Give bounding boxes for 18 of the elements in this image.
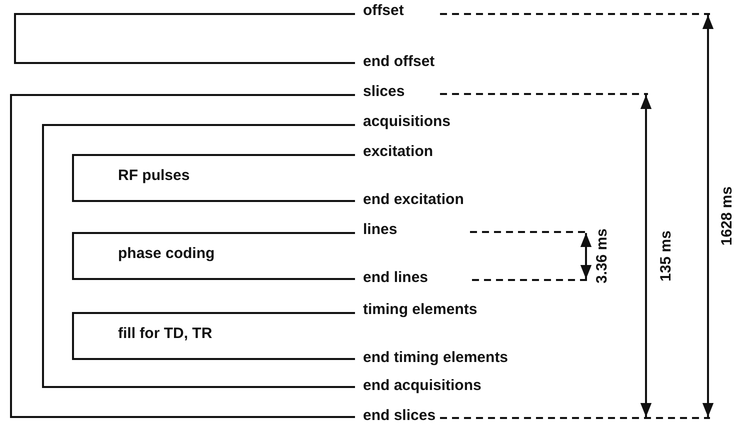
block-label: fill for TD, TR — [118, 325, 212, 343]
block-label: RF pulses — [118, 167, 190, 185]
loop-start-label: offset — [363, 2, 404, 20]
loop-end-label: end lines — [363, 269, 428, 287]
dimension-label: 1628 ms — [718, 186, 735, 246]
loop-start-label: timing elements — [363, 301, 478, 319]
dimension-label: 135 ms — [656, 230, 675, 282]
loop-end-label: end excitation — [363, 191, 464, 209]
loop-end-label: end timing elements — [363, 349, 508, 367]
loop-end-label: end offset — [363, 53, 435, 71]
block-label: phase coding — [118, 245, 215, 263]
loop-start-label: excitation — [363, 143, 434, 161]
loop-end-label: end slices — [363, 407, 436, 425]
dimension-label: 3.36 ms — [593, 228, 612, 284]
loop-start-label: acquisitions — [363, 113, 451, 131]
loop-end-label: end acquisitions — [363, 377, 482, 395]
loop-start-label: slices — [363, 83, 405, 101]
loop-start-label: lines — [363, 221, 398, 239]
